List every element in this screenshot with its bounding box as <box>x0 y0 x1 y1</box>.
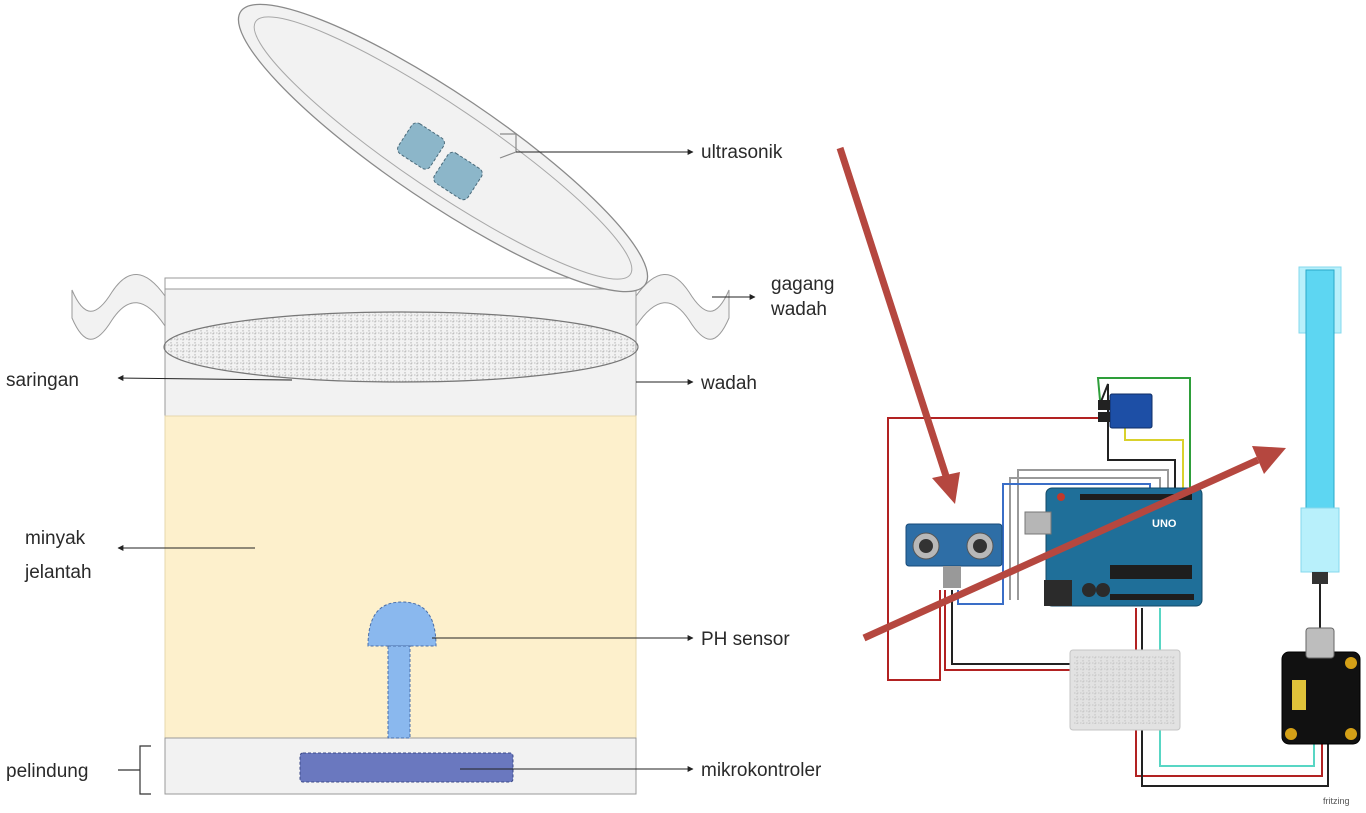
ph-sensor-shape <box>367 601 437 739</box>
label-container: wadah <box>700 373 757 394</box>
circuit-diagram: UNO <box>887 266 1361 806</box>
label-handle-line1: gagang <box>771 274 834 295</box>
wire-yellow-wifi <box>1124 428 1184 488</box>
label-oil-line1: minyak <box>25 528 86 549</box>
wire-black-wifi <box>1099 383 1176 488</box>
labels: ultrasonik gagang wadah wadah saringan m… <box>6 142 834 782</box>
wire-green-wifi <box>1096 377 1191 488</box>
protector-bracket <box>118 745 151 795</box>
arrow-filter <box>117 375 293 382</box>
label-protector: pelindung <box>6 761 88 782</box>
ph-probe <box>1298 266 1342 584</box>
lid <box>237 3 649 293</box>
microcontroller-shape <box>299 752 514 783</box>
wire-red-wifi <box>887 417 1110 681</box>
ultrasonic-blocks <box>397 122 483 201</box>
wire-gray-1 <box>1017 469 1169 600</box>
lid-bracket <box>499 133 517 159</box>
ph-sensor-module <box>1281 627 1361 745</box>
wire-gray-2 <box>1009 477 1161 600</box>
pointer-arrows <box>836 146 1286 642</box>
label-filter: saringan <box>6 370 79 391</box>
container-illustration <box>71 3 730 795</box>
label-ultrasonic: ultrasonik <box>701 142 783 163</box>
board-logo-text: UNO <box>1152 518 1177 530</box>
label-oil-line2: jelantah <box>24 562 92 583</box>
left-handle <box>71 274 166 340</box>
wifi-module <box>1098 393 1153 429</box>
label-microcontroller: mikrokontroler <box>701 760 822 781</box>
ultrasonic-sensor <box>905 523 1003 588</box>
pointer-arrow-ultrasonic <box>836 146 950 478</box>
container-rim <box>164 277 637 290</box>
filter-mesh <box>163 311 639 383</box>
wire-blue <box>957 483 1151 605</box>
pointer-arrow-ph <box>862 456 1260 642</box>
leader-arrows <box>117 149 756 772</box>
right-handle <box>635 274 730 340</box>
arduino-uno-board: UNO <box>1024 487 1203 607</box>
software-watermark: fritzing <box>1323 796 1350 806</box>
label-ph-sensor: PH sensor <box>701 629 790 650</box>
label-handle-line2: wadah <box>770 299 827 320</box>
